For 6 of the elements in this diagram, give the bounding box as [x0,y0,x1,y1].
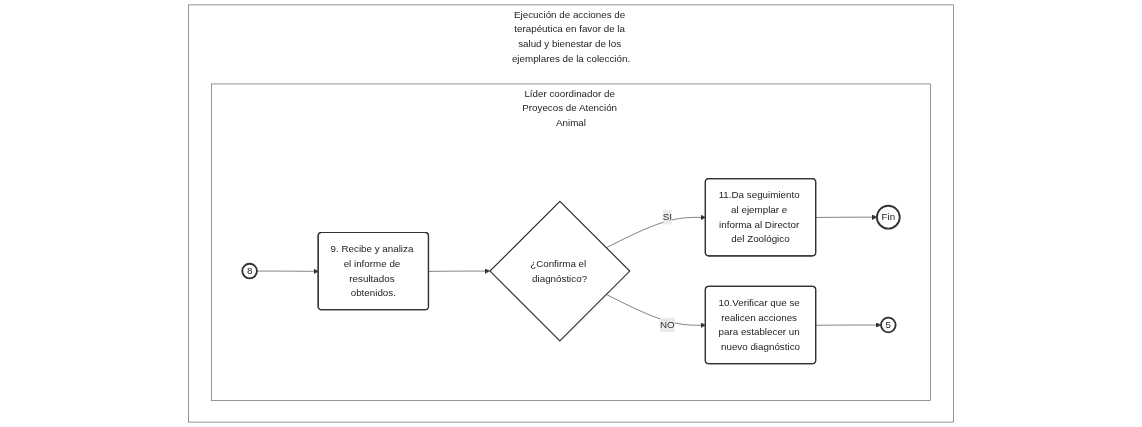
edge-label: NO [660,319,675,330]
node-diamond: ¿Confirma el diagnóstico? [489,200,631,342]
edge-label: SI [662,211,673,223]
node-circle: 5 [880,316,897,334]
node-circle: Fin [876,204,901,230]
node-circle: 8 [241,262,258,280]
